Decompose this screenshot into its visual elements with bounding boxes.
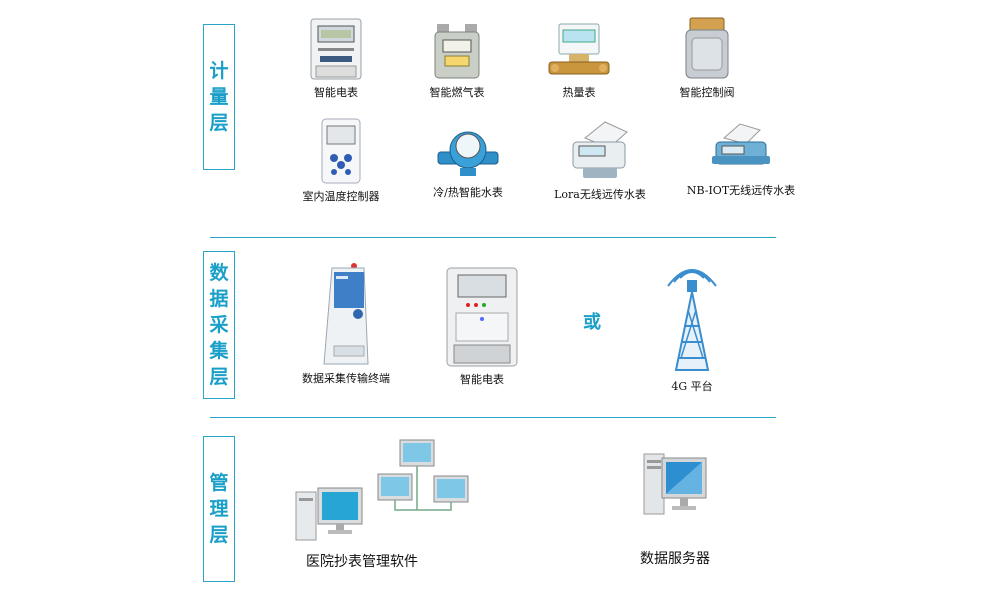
device-label: 医院抄表管理软件 — [306, 554, 418, 570]
control-valve-item: 智能控制阀 — [670, 16, 744, 100]
data-terminal-icon — [323, 263, 369, 365]
software-item: 医院抄表管理软件 — [292, 438, 478, 570]
layer-char: 量 — [209, 86, 229, 108]
layer-char: 数 — [209, 262, 229, 284]
layer-char: 管 — [209, 472, 229, 494]
layer-char: 采 — [209, 314, 229, 336]
nbiot-water-meter-item: NB-IOT无线远传水表 — [682, 120, 800, 198]
layer-char: 层 — [209, 366, 229, 388]
smart-meter-item: 智能电表 — [298, 18, 374, 100]
device-label: Lora无线远传水表 — [554, 188, 646, 201]
metering-layer-label: 计 量 层 — [203, 24, 235, 170]
layer-char: 层 — [209, 524, 229, 546]
heat-meter-icon — [548, 23, 610, 75]
computer-network-icon — [295, 439, 469, 541]
water-meter-icon — [437, 131, 499, 176]
gas-meter-item: 智能燃气表 — [417, 22, 497, 100]
device-label: 4G 平台 — [671, 380, 713, 393]
electric-meter-icon — [446, 267, 518, 367]
device-label: NB-IOT无线远传水表 — [686, 184, 796, 197]
divider-top — [210, 237, 776, 238]
layer-char: 理 — [209, 498, 229, 520]
collector-meter-item: 智能电表 — [440, 267, 524, 387]
device-label: 智能燃气表 — [429, 86, 485, 99]
device-label: 热量表 — [562, 86, 596, 99]
platform-item: 4G 平台 — [656, 264, 728, 394]
control-valve-icon — [685, 17, 729, 79]
thermostat-icon — [321, 118, 361, 184]
device-label: 智能电表 — [460, 373, 504, 386]
device-label: 数据服务器 — [640, 551, 710, 567]
server-item: 数据服务器 — [630, 450, 720, 568]
water-meter-item: 冷/热智能水表 — [425, 124, 511, 200]
nbiot-water-meter-icon — [712, 123, 770, 165]
device-label: 冷/热智能水表 — [433, 186, 503, 199]
management-layer-label: 管 理 层 — [203, 436, 235, 582]
server-icon — [643, 453, 707, 515]
layer-char: 层 — [209, 112, 229, 134]
device-label: 数据采集传输终端 — [302, 372, 390, 385]
room-thermostat-item: 室内温度控制器 — [292, 118, 390, 204]
device-label: 智能控制阀 — [679, 86, 735, 99]
or-label: 或 — [583, 312, 601, 333]
divider-bottom — [210, 417, 776, 418]
heat-meter-item: 热量表 — [545, 22, 613, 100]
lora-water-meter-icon — [572, 121, 628, 178]
signal-tower-icon — [667, 269, 717, 371]
electric-meter-icon — [310, 18, 362, 80]
device-label: 室内温度控制器 — [302, 190, 380, 203]
lora-water-meter-item: Lora无线远传水表 — [545, 118, 655, 202]
layer-char: 集 — [209, 340, 229, 362]
acquisition-layer-label: 数 据 采 集 层 — [203, 251, 235, 399]
terminal-item: 数据采集传输终端 — [290, 262, 402, 386]
layer-char: 据 — [209, 288, 229, 310]
layer-char: 计 — [209, 60, 229, 82]
device-label: 智能电表 — [314, 86, 358, 99]
gas-meter-icon — [434, 24, 480, 79]
